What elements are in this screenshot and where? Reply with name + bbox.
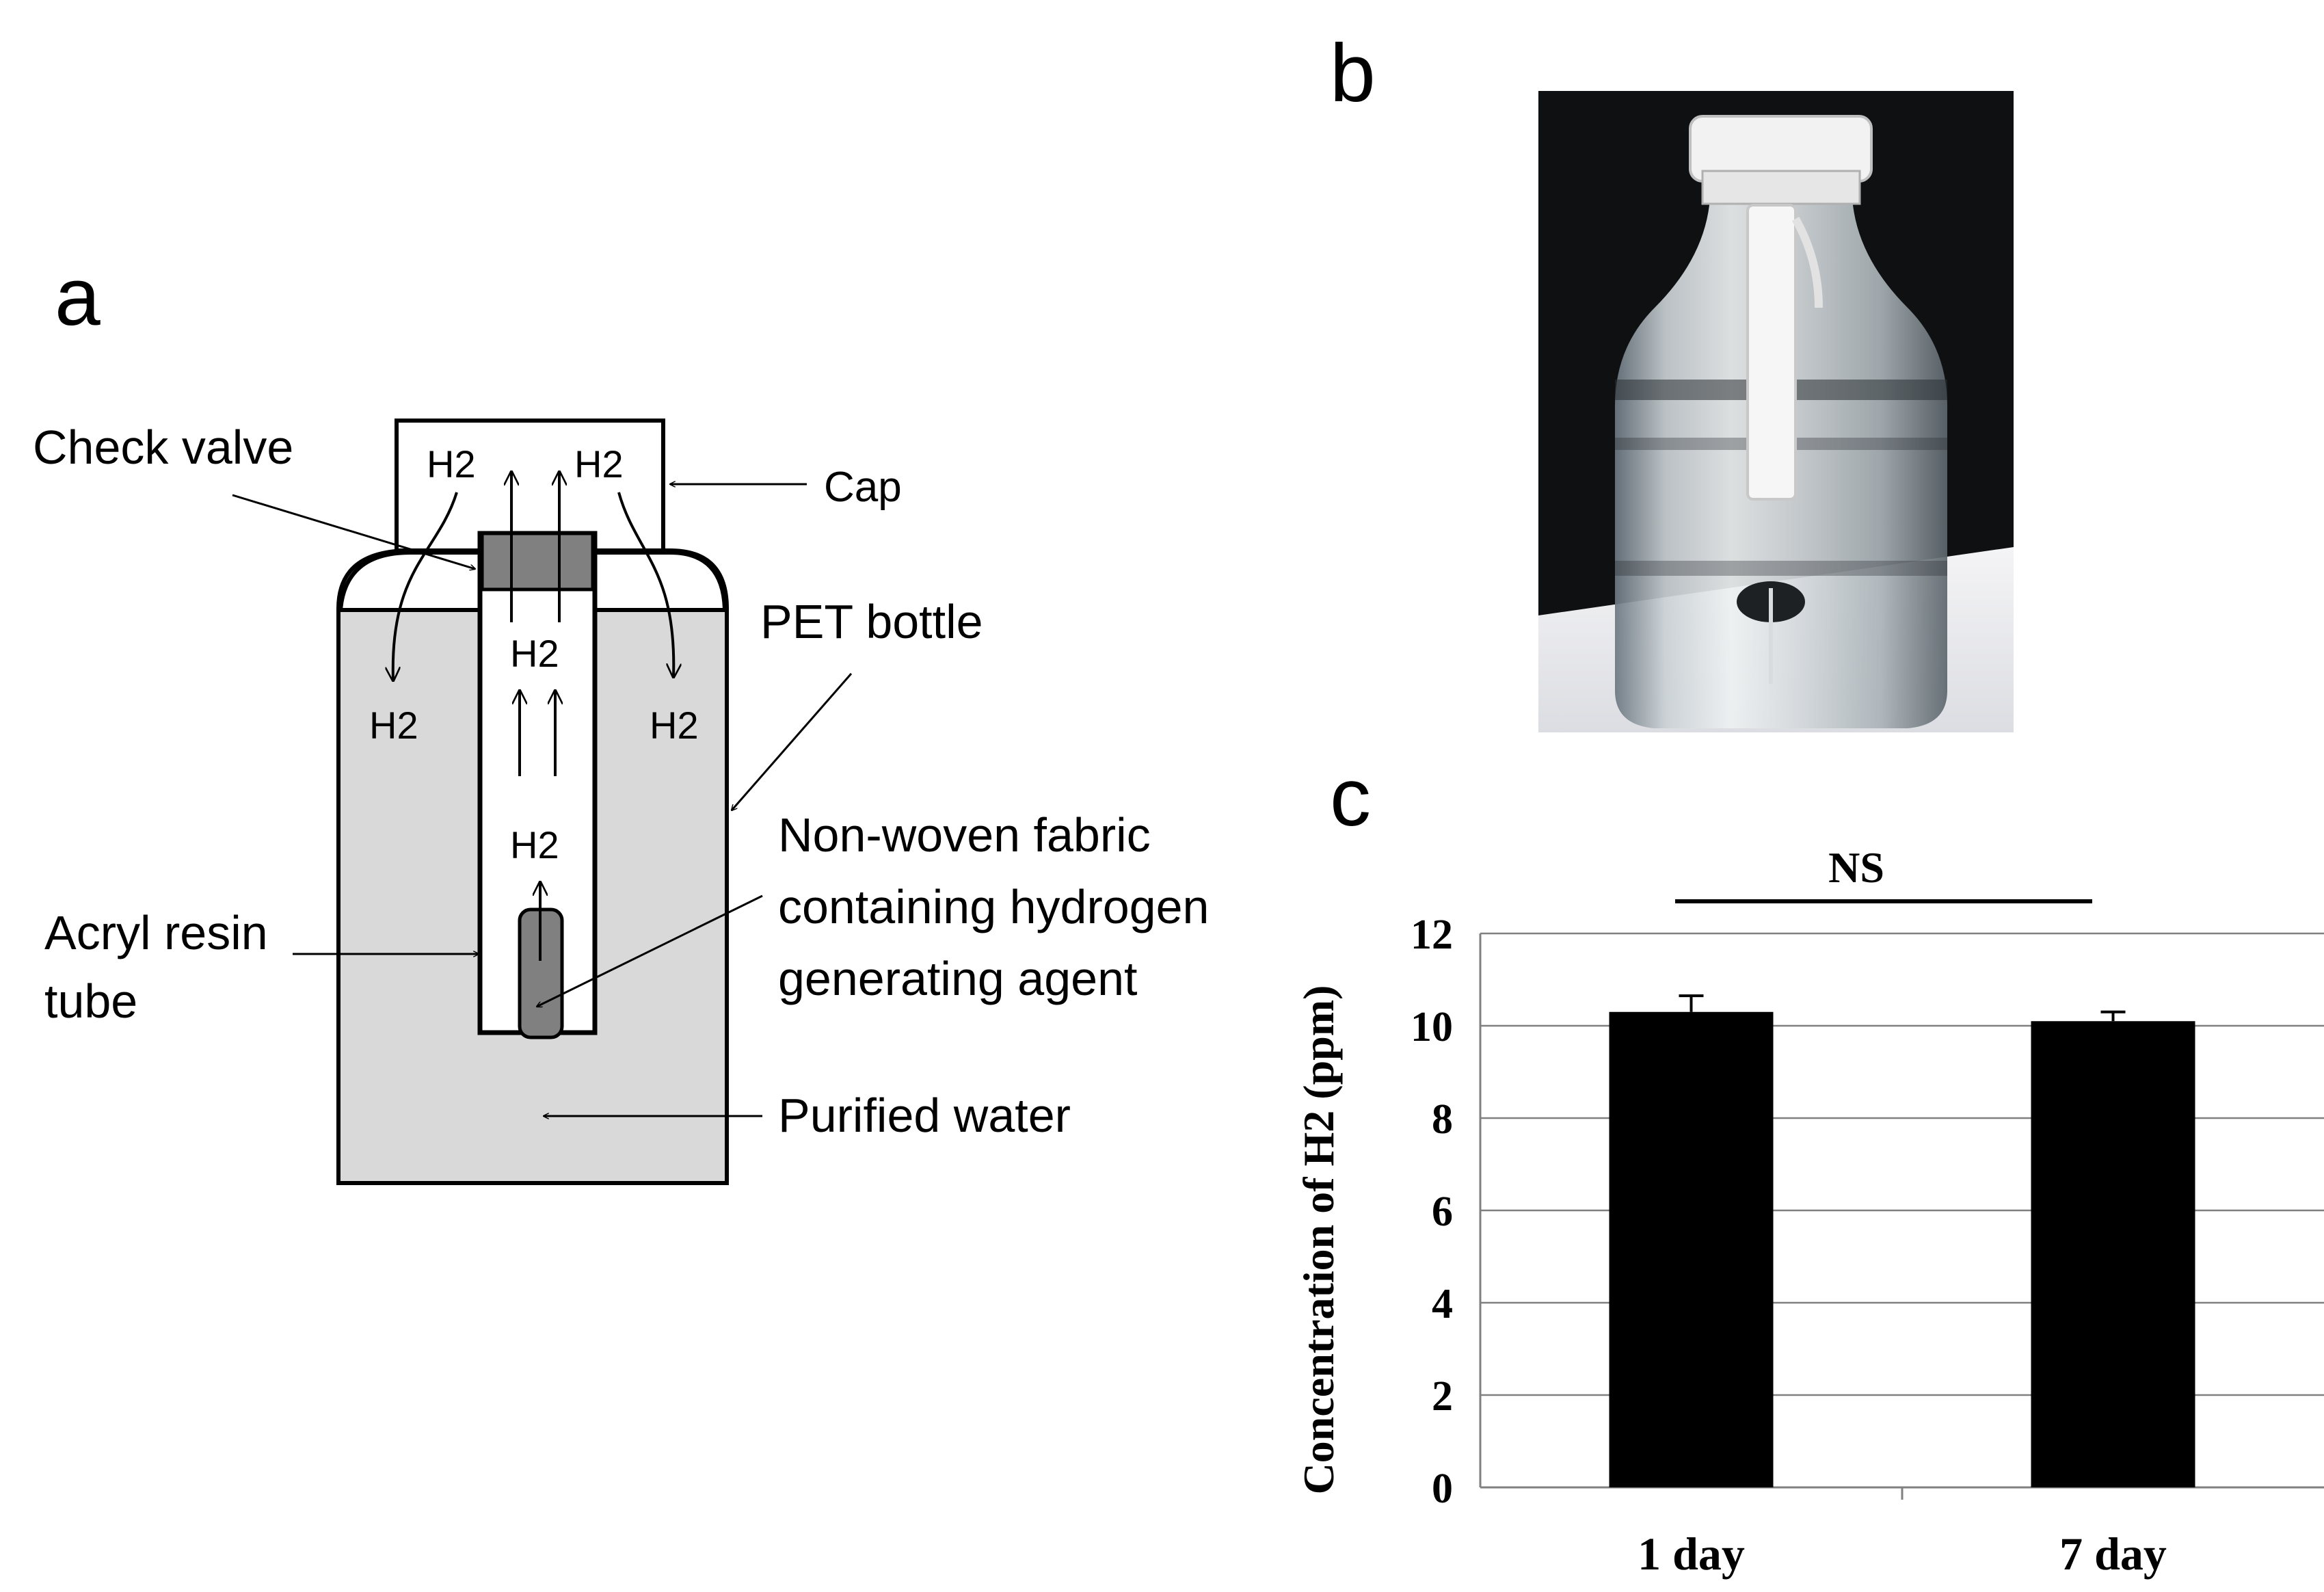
chart-plot: 0 2 4 6 8 10 12 1 day 7 day (1411, 912, 2324, 1580)
leader-nonwoven (537, 894, 763, 1008)
nonwoven-label-line1: Non-woven fabric (778, 808, 1151, 862)
y-tick-label: 6 (1432, 1189, 1453, 1235)
y-tick-label: 10 (1411, 1004, 1453, 1050)
significance-label: NS (1828, 843, 1884, 892)
leader-check-valve (232, 494, 475, 569)
y-tick-label: 12 (1411, 912, 1453, 958)
y-tick-label: 8 (1432, 1096, 1453, 1143)
panel-a-letter: a (55, 251, 101, 343)
y-tick-label: 4 (1432, 1281, 1453, 1327)
h2-curved-arrow-right (617, 492, 673, 677)
panel-b: b (1330, 27, 2014, 732)
h2-label: H2 (369, 704, 418, 747)
leader-pet-bottle (732, 673, 853, 810)
bar (1609, 1011, 1774, 1487)
panel-a: a H2 H2 H2 H2 H2 H2 Check valve (33, 251, 1209, 1185)
h2-curved-arrow-left (393, 492, 458, 680)
pet-bottle-label: PET bottle (760, 595, 983, 648)
acryl-label-line1: Acryl resin (44, 906, 268, 959)
check-valve-label: Check valve (33, 421, 293, 474)
cap-label: Cap (824, 464, 902, 511)
h2-label: H2 (427, 442, 476, 486)
y-tick-label: 0 (1432, 1465, 1453, 1512)
bar (2031, 1021, 2195, 1487)
pet-bottle-photo (1538, 91, 2014, 732)
y-axis-title: Concentration of H2 (ppm) (1294, 985, 1343, 1495)
h2-label: H2 (574, 442, 624, 486)
panel-b-letter: b (1330, 27, 1376, 119)
h2-label: H2 (650, 704, 699, 747)
h2-label: H2 (510, 632, 559, 675)
h2-label: H2 (510, 823, 559, 866)
acryl-label-line2: tube (44, 974, 137, 1028)
purified-water-label: Purified water (778, 1089, 1071, 1142)
panel-c-letter: c (1330, 752, 1371, 843)
x-category-label: 1 day (1638, 1528, 1745, 1580)
nonwoven-label-line3: generating agent (778, 952, 1137, 1005)
y-tick-label: 2 (1432, 1373, 1453, 1420)
nonwoven-label-line2: containing hydrogen (778, 880, 1209, 933)
panel-c: c NS Concentration of H2 (ppm) 0 2 4 6 8 10 12… (1294, 752, 2324, 1580)
x-category-label: 7 day (2059, 1528, 2167, 1580)
check-valve (480, 531, 595, 592)
